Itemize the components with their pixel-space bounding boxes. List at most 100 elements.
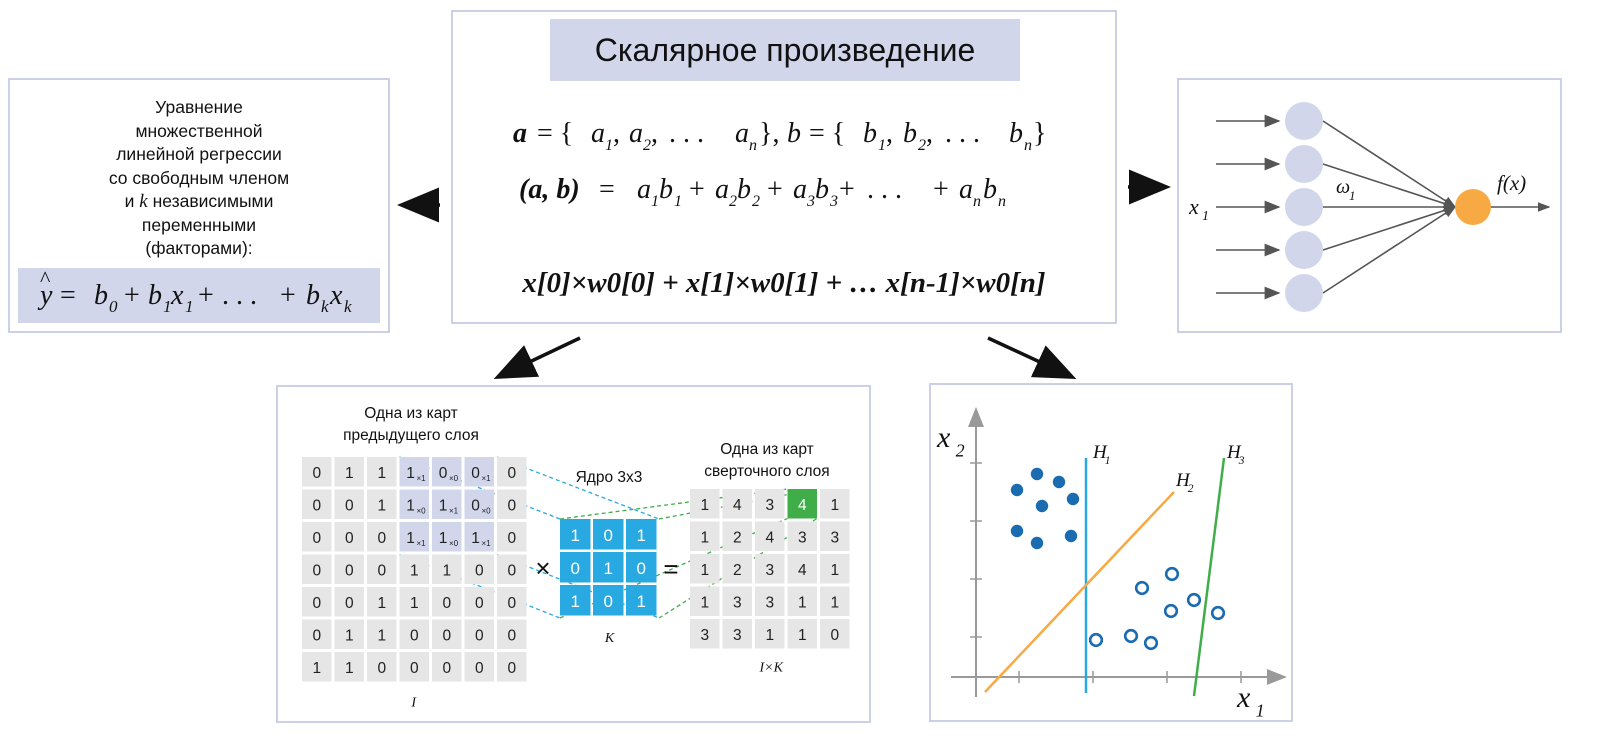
input-cell [399,652,429,682]
input-cell [464,457,494,487]
svg-text:a: a [959,174,973,205]
input-cell [432,554,462,584]
arrow-to-svm [987,336,1077,379]
output-cell [820,619,850,649]
kernel-weight-subscript: ×0 [417,507,427,516]
input-cell-value: 0 [507,465,516,482]
output-cell-value: 1 [700,595,709,612]
svg-text:}: } [1033,118,1046,149]
output-cell-value: 3 [798,530,807,547]
kernel-cell [626,519,657,550]
input-cell [464,554,494,584]
regression-formula-box [18,268,380,323]
input-cell-value: 0 [507,498,516,515]
input-cell [432,587,462,617]
input-cell [334,522,364,552]
output-cell [690,586,720,616]
input-cell-value: 0 [475,595,484,612]
svg-text:b: b [863,118,877,149]
class-b-point [1143,635,1159,651]
kernel-weight-subscript: ×1 [482,539,492,548]
input-cell [334,554,364,584]
arrow-to-convolution [493,336,581,380]
vector-a-symbol: a [513,118,527,149]
svg-text:2: 2 [918,137,926,154]
input-cell-value: 1 [410,595,419,612]
kernel-cell-value: 1 [571,526,580,545]
input-cell [464,619,494,649]
svg-text:,: , [651,118,658,149]
input-cell [399,619,429,649]
kernel-cell [560,585,591,616]
input-map-title: предыдущего слоя [343,427,479,444]
input-cell [432,489,462,519]
class-a-point [1064,529,1078,543]
code-dot-product: x[0]×w0[0] + x[1]×w0[1] + … x[n-1]×w0[n] [521,267,1045,299]
input-cell-value: 0 [345,563,354,580]
output-cell-value: 1 [798,595,807,612]
input-cell [399,489,429,519]
dot-product-title-box [550,19,1020,81]
input-cell-value: 0 [410,660,419,677]
input-neuron [1285,102,1323,140]
input-cell-value: 0 [377,530,386,547]
input-cell-value: 0 [312,465,321,482]
input-cell-value: 1 [377,498,386,515]
svg-text:,: , [886,118,893,149]
svg-text:1: 1 [1105,455,1111,467]
svg-text:+: + [689,174,705,205]
kernel-cell [593,552,624,583]
kernel-weight-subscript: ×1 [417,539,427,548]
svg-text:a: a [637,174,651,205]
input-cell [497,587,527,617]
svg-text:n: n [1024,137,1032,154]
input-cell [367,457,397,487]
svg-text:3: 3 [1238,455,1245,467]
input-map-title: Одна из карт [364,405,457,422]
svg-text:a: a [793,174,807,205]
input-cell-value: 1 [439,498,448,515]
input-cell-value: 1 [377,628,386,645]
dot-product-lhs: (a, b) [519,174,580,205]
input-cell-value: 0 [442,660,451,677]
input-cell-value: 0 [442,628,451,645]
svg-text:. . .: . . . [867,174,902,205]
output-cell-value: 4 [765,530,774,547]
input-cell-value: 0 [410,628,419,645]
svg-text:b: b [148,280,162,311]
output-cell [820,521,850,551]
h1-label: H [1092,442,1108,463]
input-cell-value: 0 [475,628,484,645]
kernel-cell-value: 1 [637,526,646,545]
input-cell-value: 0 [471,465,480,482]
svg-text:. . .: . . . [945,118,980,149]
svg-text:. . .: . . . [669,118,704,149]
input-cell-value: 0 [507,595,516,612]
svg-text:0: 0 [109,297,118,316]
output-cell [722,619,752,649]
svg-text:b: b [983,174,997,205]
output-cell-value: 1 [830,497,839,514]
svg-text:+: + [198,280,214,311]
output-cell [787,554,817,584]
output-cell [755,489,785,519]
svg-text:},: }, [759,118,779,149]
input-cell [464,587,494,617]
svg-text:a: a [629,118,643,149]
svg-text:1: 1 [651,193,659,210]
input-cell [367,554,397,584]
input-cell-value: 1 [442,563,451,580]
input-cell [432,652,462,682]
neuron-diagram: x 1 ω 1 f(x) [1188,102,1551,312]
output-cell [690,619,720,649]
svg-text:k: k [344,297,352,316]
svg-text:1: 1 [1256,701,1265,720]
svg-text:n: n [998,193,1006,210]
input-cell-value: 1 [377,465,386,482]
kernel-title: Ядро 3x3 [576,469,643,486]
